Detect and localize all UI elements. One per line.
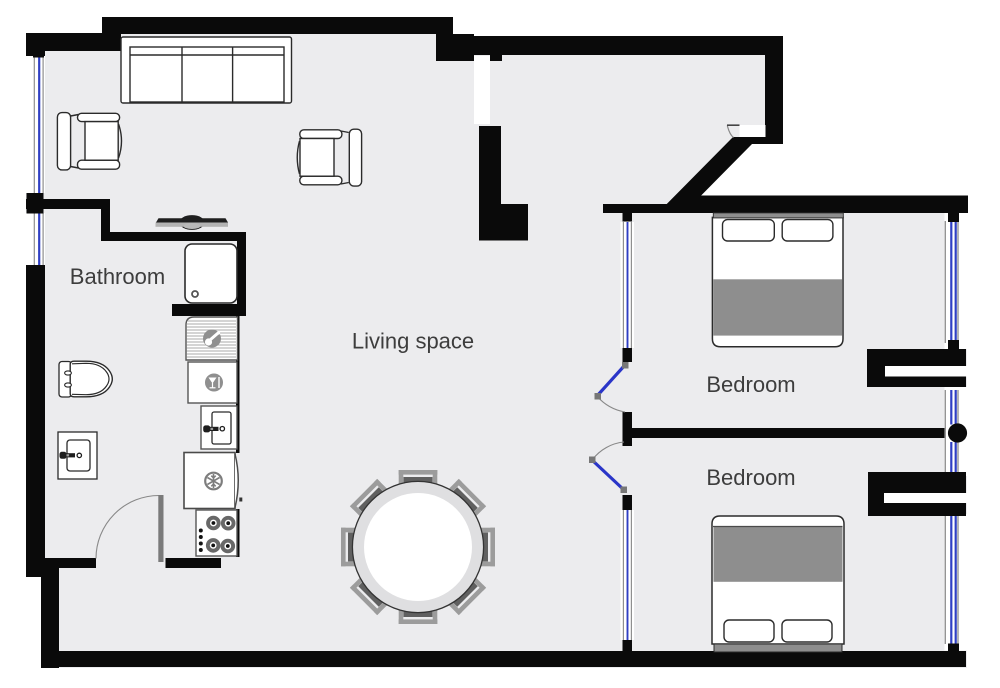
svg-text:Bathroom: Bathroom <box>70 264 165 289</box>
svg-text:Living space: Living space <box>352 329 474 354</box>
svg-text:Bedroom: Bedroom <box>706 372 795 397</box>
svg-text:Bedroom: Bedroom <box>706 465 795 490</box>
